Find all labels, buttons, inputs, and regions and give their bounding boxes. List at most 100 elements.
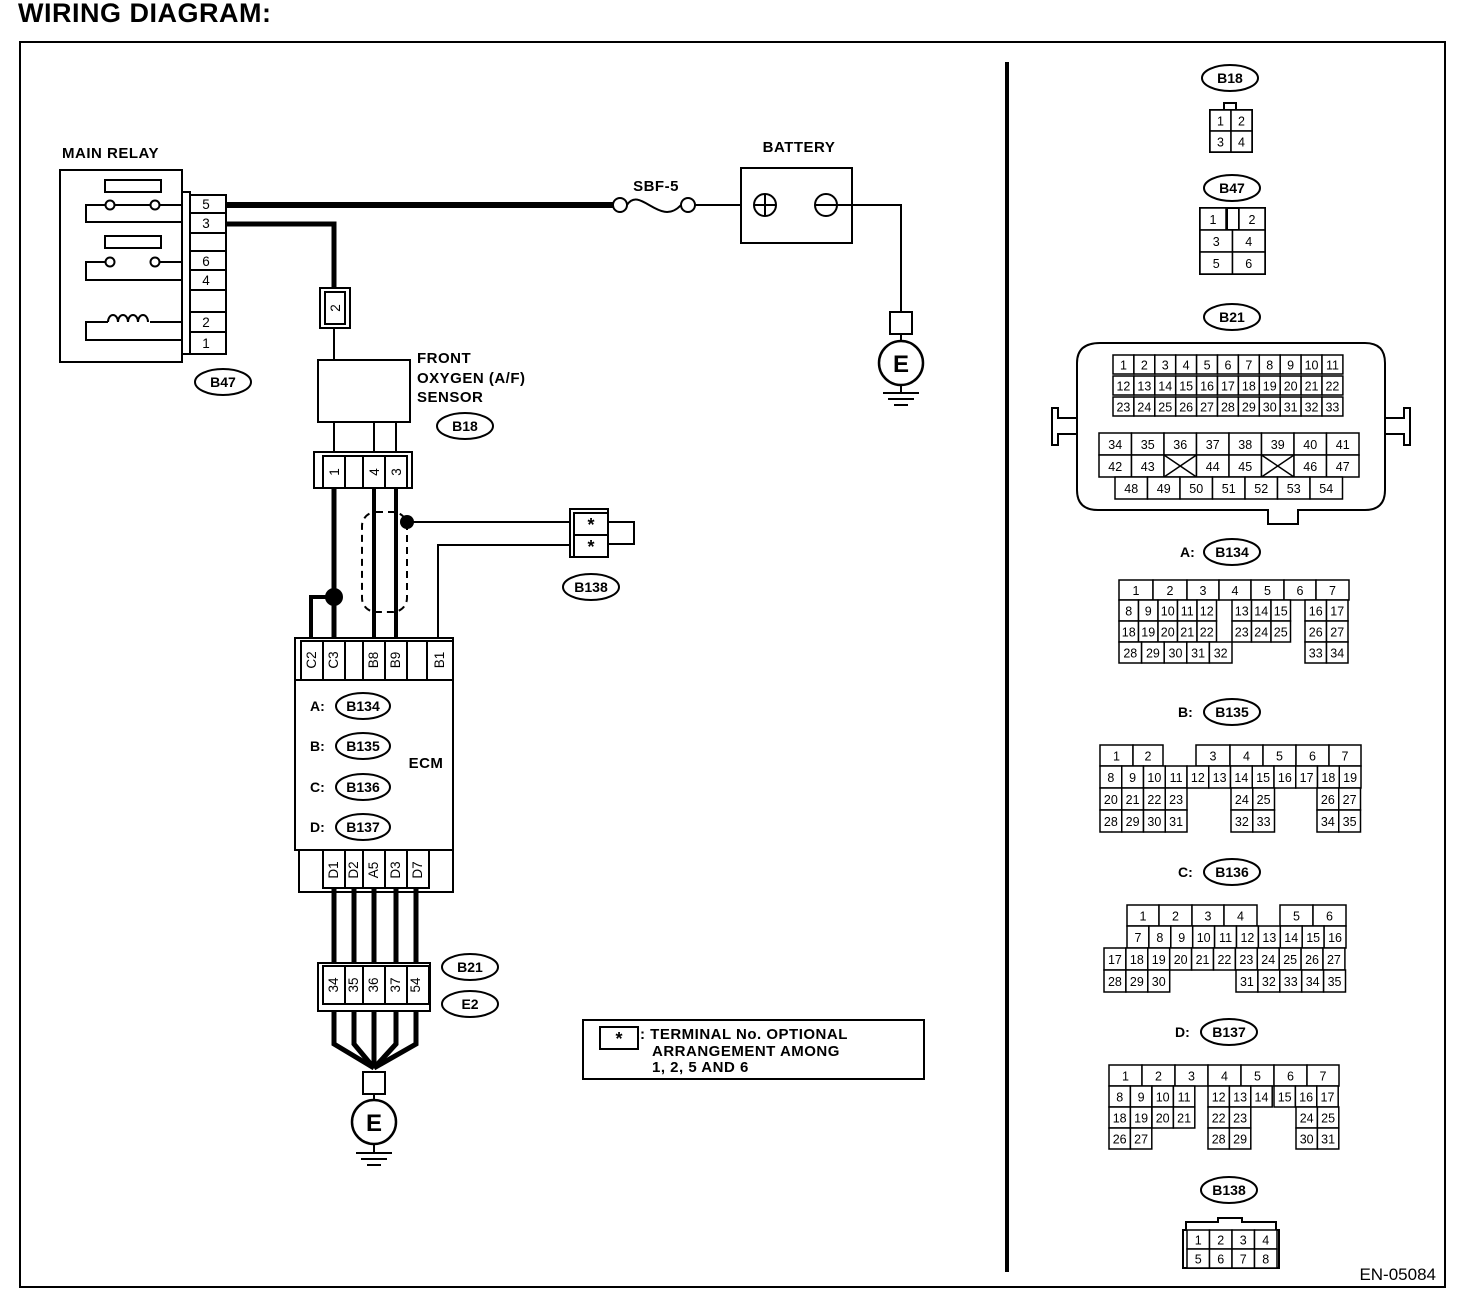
pin-number: 31 [1284, 401, 1298, 415]
relay-pin: 5 [202, 197, 210, 212]
pin-number: 27 [1343, 793, 1357, 807]
pin-number: 4 [1238, 136, 1245, 150]
pin-number: 34 [1321, 815, 1335, 829]
pin-number: 12 [1116, 380, 1130, 394]
pin-number: 20 [1174, 953, 1188, 967]
pin-number: 28 [1123, 647, 1137, 661]
pin-number: 22 [1325, 380, 1339, 394]
ecm-pin: B1 [432, 652, 447, 669]
connector-code: B21 [1219, 309, 1245, 325]
document-code: EN-05084 [1359, 1265, 1436, 1284]
wire-shield [361, 511, 408, 613]
ecm-connector-code: B135 [346, 738, 380, 754]
pin-number: 26 [1179, 401, 1193, 415]
b21-pin: 34 [326, 977, 341, 993]
ecm-connector-code: B134 [346, 698, 380, 714]
pin-number: 3 [1200, 584, 1207, 598]
pin-number: 8 [1266, 359, 1273, 373]
ecm-ground: E [350, 1071, 398, 1166]
pin-number: 5 [1276, 750, 1283, 764]
pin-number: 10 [1161, 605, 1175, 619]
pin-number: 4 [1262, 1234, 1269, 1248]
pin-number: 19 [1263, 380, 1277, 394]
pin-number: 14 [1284, 931, 1298, 945]
pin-number: 25 [1257, 793, 1271, 807]
pin-number: 27 [1134, 1133, 1148, 1147]
pin-number: 18 [1122, 626, 1136, 640]
pin-number: 16 [1309, 605, 1323, 619]
pin-number: 2 [1141, 359, 1148, 373]
fuse-sbf5: SBF-5 [612, 178, 742, 213]
pin-number: 8 [1116, 1091, 1123, 1105]
battery: BATTERY [740, 139, 902, 312]
pin-number: 7 [1329, 584, 1336, 598]
ecm-connector-prefix: A: [310, 698, 325, 714]
pin-number: 9 [1129, 771, 1136, 785]
ecm-connector-prefix: B: [310, 738, 325, 754]
pin-number: 28 [1212, 1133, 1226, 1147]
pin-number: 3 [1205, 910, 1212, 924]
pin-number: 32 [1235, 815, 1249, 829]
pin-number: 24 [1300, 1112, 1314, 1126]
pin-number: 5 [1293, 910, 1300, 924]
pin-number: 11 [1219, 931, 1232, 945]
pin-number: 27 [1330, 626, 1344, 640]
ground-label: E [893, 351, 909, 378]
pin-number: 7 [1240, 1253, 1247, 1267]
pin-number: 15 [1179, 380, 1193, 394]
pin-number: 35 [1328, 975, 1342, 989]
pin-number: 4 [1245, 235, 1252, 249]
sensor-pin: 3 [389, 468, 404, 476]
ecm-label: ECM [409, 755, 444, 772]
note-line: 1, 2, 5 AND 6 [652, 1059, 749, 1076]
ecm-pin: D1 [326, 861, 341, 878]
ecm-pin: A5 [366, 862, 381, 879]
pin-number: 43 [1141, 460, 1155, 474]
ecm-pin: B8 [366, 652, 381, 669]
pin-number: 26 [1305, 953, 1319, 967]
pin-number: 49 [1157, 482, 1171, 496]
ecm-connector-prefix: D: [310, 819, 325, 835]
pin-number: 31 [1191, 647, 1205, 661]
pin-number: 21 [1177, 1112, 1191, 1126]
pin-number: 50 [1189, 482, 1203, 496]
pin-number: 32 [1262, 975, 1276, 989]
pin-number: 1 [1217, 115, 1224, 129]
pin-number: 11 [1178, 1091, 1191, 1105]
pin-number: 2 [1217, 1234, 1224, 1248]
pin-number: 31 [1240, 975, 1254, 989]
pin-number: 13 [1137, 380, 1151, 394]
view-prefix: D: [1175, 1024, 1190, 1040]
terminal-note: * : TERMINAL No. OPTIONAL ARRANGEMENT AM… [582, 1019, 925, 1080]
pin-number: 29 [1146, 647, 1160, 661]
view-prefix: B: [1178, 704, 1193, 720]
pin-number: 24 [1254, 626, 1268, 640]
pin-number: 19 [1141, 626, 1155, 640]
pin-number: 23 [1235, 626, 1249, 640]
ecm-pin: D3 [388, 861, 403, 878]
pin-number: 41 [1336, 438, 1350, 452]
relay-pin: 4 [202, 273, 210, 288]
pin-number: 7 [1342, 750, 1349, 764]
pin-number: 33 [1284, 975, 1298, 989]
pin-number: 17 [1108, 953, 1122, 967]
pin-number: 13 [1233, 1091, 1247, 1105]
pin-number: 14 [1254, 605, 1268, 619]
relay-pin: 6 [202, 254, 210, 269]
pin-number: 6 [1309, 750, 1316, 764]
pin-number: 21 [1180, 626, 1194, 640]
pin-number: 32 [1214, 647, 1228, 661]
ecm-pin: C3 [326, 651, 341, 668]
pin-number: 40 [1303, 438, 1317, 452]
pin-number: 3 [1240, 1234, 1247, 1248]
pin-number: 11 [1181, 605, 1194, 619]
pin-number: 16 [1328, 931, 1342, 945]
pin-number: 23 [1169, 793, 1183, 807]
page-title: WIRING DIAGRAM: [18, 0, 272, 28]
pin-number: 48 [1124, 482, 1138, 496]
pin-number: 3 [1213, 235, 1220, 249]
